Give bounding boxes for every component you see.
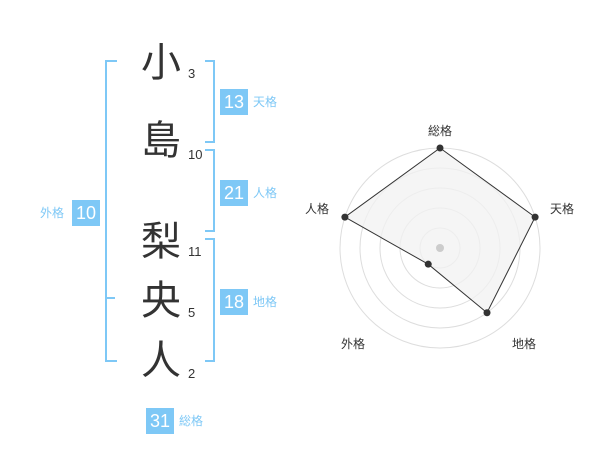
stroke-count-4: 5 [188,305,196,320]
radar-point-0 [436,144,444,152]
outer-bracket [105,60,117,362]
chi-bracket [205,238,215,362]
name-char-1: 小 [141,40,181,86]
ten-label: 天格 [253,95,278,109]
radar-axis-label-chi: 地格 [512,337,537,351]
gai-label: 外格 [40,206,65,220]
stroke-count-1: 3 [188,66,196,81]
sou-badge: 31 [146,408,174,434]
radar-axis-label-ten: 天格 [550,202,575,216]
radar-polygon [343,147,536,314]
radar-point-2 [483,309,491,317]
stroke-count-3: 11 [188,244,202,259]
jin-bracket [205,149,215,232]
name-char-4: 央 [141,278,181,324]
radar-point-3 [424,260,432,268]
jin-badge: 21 [220,180,248,206]
name-char-5: 人 [141,338,181,384]
jin-label: 人格 [253,186,278,200]
radar-axis-label-sou: 総格 [428,124,453,138]
stroke-count-5: 2 [188,366,196,381]
stroke-count-2: 10 [188,147,203,162]
ten-badge: 13 [220,89,248,115]
chi-badge: 18 [220,289,248,315]
radar-center [436,244,444,252]
radar-axis-label-jin: 人格 [305,202,330,216]
chi-label: 地格 [253,295,278,309]
name-char-2: 島 [141,118,181,164]
name-char-3: 梨 [141,219,181,265]
radar-axis-label-gai: 外格 [341,337,366,351]
sou-label: 総格 [179,414,204,428]
outer-bracket-mid-tick [105,297,115,299]
radar-point-1 [531,213,539,221]
ten-bracket [205,60,215,143]
radar-point-4 [341,213,349,221]
gai-badge: 10 [72,200,100,226]
